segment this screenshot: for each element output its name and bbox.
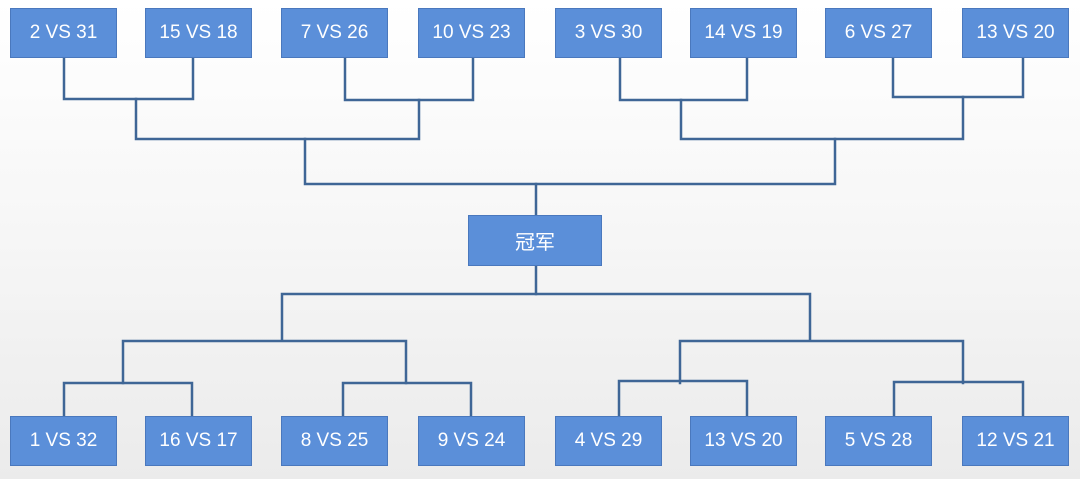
match-box: 16 VS 17 bbox=[145, 416, 252, 466]
match-box: 14 VS 19 bbox=[690, 8, 797, 58]
connector-top-q1 bbox=[62, 56, 195, 101]
match-box: 7 VS 26 bbox=[281, 8, 388, 58]
champion-box: 冠军 bbox=[468, 215, 602, 266]
connector-bottom-f bbox=[280, 292, 812, 341]
match-box: 1 VS 32 bbox=[10, 416, 117, 466]
connector-bottom-q4 bbox=[892, 380, 1025, 418]
connector-top-q4 bbox=[891, 56, 1025, 99]
connector-bottom-q2 bbox=[341, 381, 473, 418]
match-box: 9 VS 24 bbox=[418, 416, 525, 466]
connector-top-s2 bbox=[679, 95, 965, 141]
match-box: 4 VS 29 bbox=[555, 416, 662, 466]
match-box: 2 VS 31 bbox=[10, 8, 117, 58]
connector-top-q2 bbox=[343, 56, 475, 102]
match-box: 13 VS 20 bbox=[962, 8, 1069, 58]
connector-bottom-s2 bbox=[678, 339, 965, 385]
match-box: 15 VS 18 bbox=[145, 8, 252, 58]
connector-bottom-q3 bbox=[617, 379, 749, 418]
connector-bottom-q1 bbox=[62, 381, 194, 418]
match-box: 6 VS 27 bbox=[825, 8, 932, 58]
match-box: 3 VS 30 bbox=[555, 8, 662, 58]
match-box: 5 VS 28 bbox=[825, 416, 932, 466]
connector-top-q3 bbox=[618, 56, 749, 102]
match-box: 8 VS 25 bbox=[281, 416, 388, 466]
connector-top-f bbox=[303, 137, 837, 186]
match-box: 10 VS 23 bbox=[418, 8, 525, 58]
connector-bottom-s1 bbox=[121, 339, 408, 385]
connector-top-s1 bbox=[134, 97, 421, 141]
match-box: 13 VS 20 bbox=[690, 416, 797, 466]
match-box: 12 VS 21 bbox=[962, 416, 1069, 466]
